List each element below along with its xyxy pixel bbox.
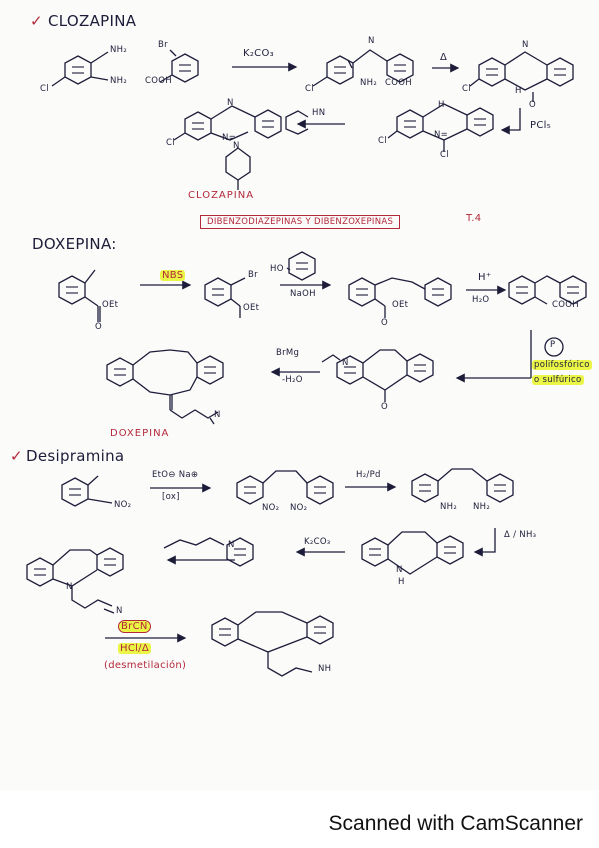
cl-label-3: Cl [462,84,471,94]
oet-label-2: OEt [243,303,260,313]
hcl-label: HCl/Δ [118,643,151,654]
no2-label: NO₂ [114,500,132,510]
oet-label-3: OEt [392,300,409,310]
no2-b-label: NO₂ [290,503,308,513]
nh2-label-2: NH₂ [110,76,128,86]
scanner-watermark: Scanned with CamScanner [328,812,583,835]
o-label-3: O [381,318,388,328]
nh2-label: NH₂ [110,45,128,55]
n-chain-label: N [342,358,349,368]
n-eq-label: N= [222,133,237,143]
cooh-label-2: COOH [552,300,579,310]
br-label: Br [158,40,168,50]
handwritten-structures [26,49,587,677]
nh-label: N [368,36,375,46]
piperazine-label: HN [312,108,326,118]
o-ketone-label: O [381,402,388,412]
o-label: O [95,322,102,332]
n-eq-label-2: N= [434,130,449,140]
naoh-label: NaOH [290,289,316,299]
clozapina-product-label: CLOZAPINA [188,190,255,201]
nh2-a-label: NH₂ [440,502,458,512]
minus-h2o-label: -H₂O [282,375,303,385]
desipramina-heading: Desipramina [26,447,125,465]
clozapina-check-icon: ✓ [30,12,43,30]
sulfurico-label: o sulfúrico [532,375,584,385]
cooh-label-b: COOH [385,78,412,88]
clozapina-heading: CLOZAPINA [48,12,137,30]
h-lactam-label: H [515,86,522,96]
h-label: H [398,577,405,587]
desipramina-check-icon: ✓ [10,447,23,465]
demetilacion-label: (desmetilación) [104,660,187,671]
n-doxepin-label: N [214,410,221,420]
pcl5-label: PCl₅ [530,120,551,131]
delta-label: Δ [440,52,448,63]
delta-nh3-label: Δ / NH₃ [504,530,537,540]
no2-a-label: NO₂ [262,503,280,513]
cl-label-1: Cl [40,84,49,94]
cl-label-4: Cl [166,138,175,148]
n-ring-label-d: N [228,540,235,550]
br-label-2: Br [248,270,258,280]
scanner-footer: Scanned with CamScanner [0,790,599,848]
n-top-label: N [227,98,234,108]
brmg-label: BrMg [276,348,300,358]
h-plus-label: H⁺ [478,272,492,283]
polifosforico-label: polifosfórico [532,360,592,370]
nh2-label-b: NH₂ [360,78,378,88]
cl-label-6: Cl [440,150,449,160]
eto-na-label: EtO⊖ Na⊕ [152,470,199,480]
cooh-label: COOH [145,76,172,86]
brcn-label: BrCN [118,620,151,633]
k2co3-label: K₂CO₃ [243,48,274,59]
topic-box: DIBENZODIAZEPINAS Y DIBENZOXEPINAS [200,215,401,229]
doxepina-product-label: DOXEPINA [110,428,170,439]
o-lactam-label: O [529,100,536,110]
ox-label: [ox] [162,492,180,502]
k2co3-label-2: K₂CO₃ [304,537,331,547]
nh2-b-label: NH₂ [473,502,491,512]
n-ring-label: N [522,40,529,50]
h2o-label: H₂O [472,295,490,305]
n-chain-label-d: N [116,606,123,616]
n-prod-label: N [66,582,73,592]
cl-label-5: Cl [378,136,387,146]
topic-tag: T.4 [466,213,482,224]
n-pip-label: N [233,141,240,151]
n-h-label: N [396,565,403,575]
h2pd-label: H₂/Pd [356,470,381,480]
ho-label: HO [270,264,284,274]
notes-page: ✓ CLOZAPINA NH₂ NH₂ COOH Br Cl K₂CO₃ N N… [10,12,592,677]
doxepina-heading: DOXEPINA: [32,235,117,253]
nbs-label: NBS [160,270,186,281]
oet-label: OEt [102,300,119,310]
cl-label-2: Cl [305,84,314,94]
h-ring-label: H [438,100,445,110]
nh-final-label: NH [318,664,332,674]
p-circle-label: P [550,340,556,350]
